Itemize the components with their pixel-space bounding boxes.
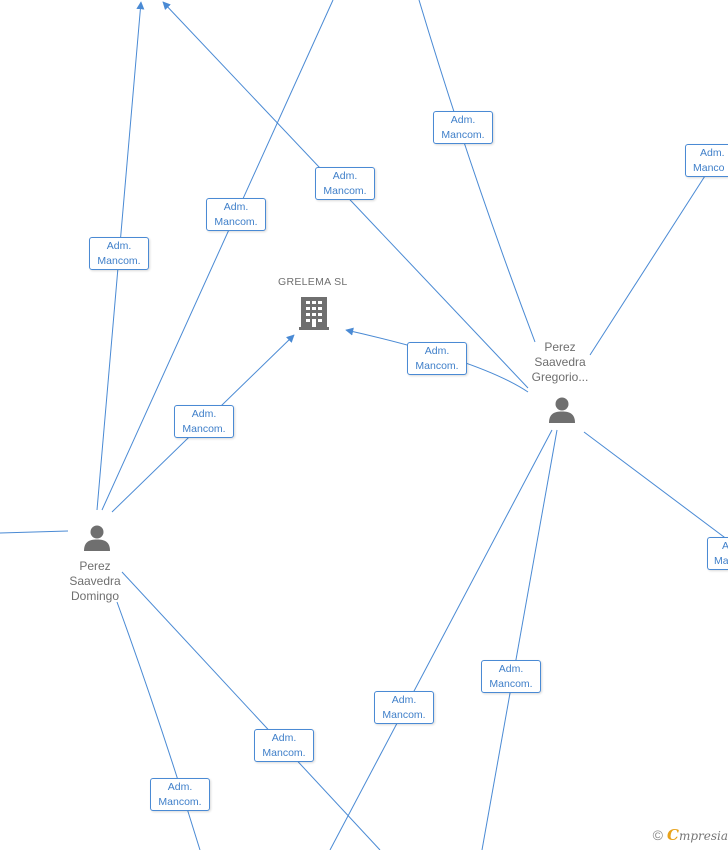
edge-label-line2: Mancom. xyxy=(489,677,533,690)
edge-label-line1: Adm. xyxy=(424,344,450,357)
person-icon-domingo[interactable] xyxy=(83,524,111,552)
edge-label-line2: Mancom. xyxy=(441,128,485,141)
edge-domingo-bottom-mid xyxy=(121,571,381,850)
edge-label-line1: Adm. xyxy=(106,239,132,252)
edge-label-line1: Adm. xyxy=(450,113,476,126)
edge-label[interactable]: Adm. Mancom. xyxy=(374,691,434,724)
edge-label-line1: Adm. xyxy=(271,731,297,744)
edge-label-line2: Mancom. xyxy=(415,359,459,372)
edge-gregorio-right-top xyxy=(589,164,713,356)
edge-label-line1: Adm. xyxy=(391,693,417,706)
edge-label-line2: Manco xyxy=(693,161,725,174)
edge-label-line1: Adm. xyxy=(498,662,524,675)
edge-label-line1: Adm. xyxy=(191,407,217,420)
edge-domingo-top-mid xyxy=(101,0,334,511)
person-domingo-line2: Saavedra xyxy=(69,574,121,588)
copyright-icon: © xyxy=(652,827,663,843)
edge-label-line1: Adm. xyxy=(167,780,193,793)
building-icon[interactable] xyxy=(299,295,331,331)
brand-name: mpresia xyxy=(678,829,728,843)
edge-gregorio-top xyxy=(418,0,536,343)
person-gregorio-line2: Saavedra xyxy=(534,355,586,369)
edge-label-line2: Mancom. xyxy=(182,422,226,435)
edge-label-line2: Mancom. xyxy=(382,708,426,721)
person-gregorio-line1: Perez xyxy=(544,340,576,354)
edge-label[interactable]: Adm. Mancom. xyxy=(89,237,149,270)
edge-label[interactable]: Adm. Mancom. xyxy=(206,198,266,231)
edge-label-partial[interactable]: Adm. Manco xyxy=(685,144,728,177)
edge-label[interactable]: Adm. Mancom. xyxy=(315,167,375,200)
brand-initial: C xyxy=(666,826,679,844)
edge-label-line1: Adm. xyxy=(332,169,358,182)
edge-label-line1: Adm. xyxy=(223,200,249,213)
edge-gregorio-bottom-mid xyxy=(329,429,553,850)
edge-gregorio-right-bottom xyxy=(583,431,728,541)
footer-brand: © Cmpresia xyxy=(653,826,728,844)
edge-label-line2: Mancom. xyxy=(214,215,258,228)
edge-label[interactable]: Adm. Mancom. xyxy=(433,111,493,144)
edge-label-line2: Mancom. xyxy=(97,254,141,267)
edge-label[interactable]: Adm. Mancom. xyxy=(481,660,541,693)
brand-logo: Cmpresia xyxy=(667,826,728,844)
edge-label-line2: Mancom. xyxy=(323,184,367,197)
edge-label-line2: Mancom. xyxy=(158,795,202,808)
edge-label-partial[interactable]: A Ma xyxy=(707,537,728,570)
edge-label-line1: Adm. xyxy=(700,146,725,159)
company-name[interactable]: GRELEMA SL xyxy=(278,276,348,288)
edge-label-line2: Ma xyxy=(714,554,728,567)
edge-label[interactable]: Adm. Mancom. xyxy=(254,729,314,762)
edge-domingo-bottom-left xyxy=(116,601,201,850)
person-domingo-line3: Domingo xyxy=(70,589,120,603)
person-label-gregorio[interactable]: Perez Saavedra Gregorio... xyxy=(520,340,600,385)
edge-label-line2: Mancom. xyxy=(262,746,306,759)
edge-label[interactable]: Adm. Mancom. xyxy=(407,342,467,375)
edge-label[interactable]: Adm. Mancom. xyxy=(174,405,234,438)
person-label-domingo[interactable]: Perez Saavedra Domingo xyxy=(55,559,135,604)
edge-label-line1: A xyxy=(722,539,728,552)
edge-domingo-left xyxy=(0,530,69,534)
edge-label[interactable]: Adm. Mancom. xyxy=(150,778,210,811)
person-icon-gregorio[interactable] xyxy=(548,396,576,424)
edge-gregorio-bottom-right xyxy=(481,429,558,850)
person-domingo-line1: Perez xyxy=(79,559,111,573)
person-gregorio-line3: Gregorio... xyxy=(531,370,589,384)
